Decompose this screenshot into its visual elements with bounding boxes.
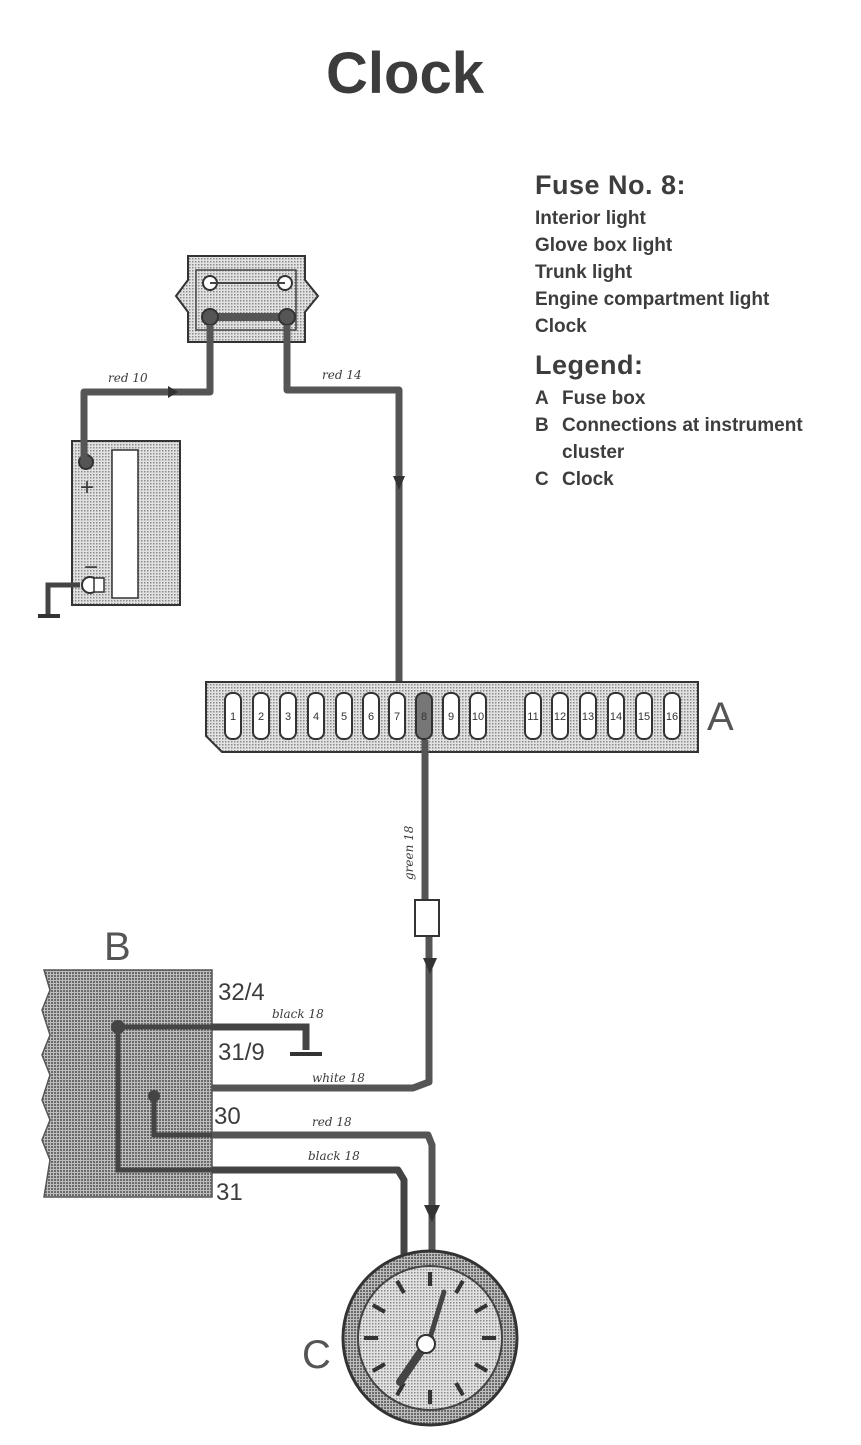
clock-tick — [474, 1303, 489, 1314]
fuse-number: 4 — [313, 711, 319, 723]
fuse-number: 11 — [527, 711, 538, 723]
info-panel: Fuse No. 8: Interior light Glove box lig… — [535, 170, 855, 493]
legend-label: Connections at instrument cluster — [562, 415, 803, 463]
legend-label: Clock — [562, 469, 614, 490]
wire-label-green-18: green 18 — [402, 825, 416, 880]
fuse-number: 12 — [554, 711, 566, 723]
fuse: 12 — [551, 692, 569, 740]
fuse-item: Interior light — [535, 208, 646, 229]
label-a: A — [707, 695, 734, 739]
fuse-number: 14 — [610, 711, 622, 723]
legend-row: C Clock — [535, 466, 855, 493]
fuse-item: Glove box light — [535, 235, 673, 256]
battery-ground-wire — [45, 582, 80, 614]
clock-tick — [474, 1362, 489, 1373]
fuse-number: 1 — [230, 711, 236, 723]
clock-tick — [371, 1303, 386, 1314]
fuse-item: Engine compartment light — [535, 289, 770, 310]
wire-label-black-18-ground: black 18 — [272, 1007, 324, 1021]
wire-red-10 — [80, 325, 214, 462]
wire-label-red-18: red 18 — [312, 1115, 352, 1129]
terminal-32-4: 32/4 — [218, 979, 265, 1006]
fuse-item: Clock — [535, 316, 587, 337]
fuse-number: 3 — [285, 711, 291, 723]
minus-symbol: − — [84, 554, 98, 581]
wire-black-18-clock — [212, 1166, 408, 1300]
label-b: B — [104, 925, 131, 969]
legend-heading: Legend: — [535, 350, 644, 380]
fuse-number: 2 — [258, 711, 264, 723]
clock-minute-hand — [427, 1289, 447, 1341]
wire-label-red-10: red 10 — [108, 371, 148, 385]
clock — [341, 1249, 519, 1427]
plus-symbol: + — [80, 474, 94, 501]
fuse-heading: Fuse No. 8: — [535, 170, 687, 200]
fuse: 5 — [335, 692, 353, 740]
fuse: 4 — [307, 692, 325, 740]
fuse: 16 — [663, 692, 681, 740]
label-c: C — [302, 1333, 331, 1377]
fuse: 1 — [224, 692, 242, 740]
legend-key: A — [535, 388, 549, 409]
inline-fuse — [414, 899, 440, 937]
legend-key: B — [535, 415, 549, 436]
clock-tick — [395, 1279, 406, 1294]
legend: Legend: A Fuse box B Connections at inst… — [535, 350, 855, 493]
page-title: Clock — [326, 41, 484, 106]
fuse: 10 — [469, 692, 487, 740]
legend-row: B Connections at instrument cluster — [535, 412, 855, 466]
wire-label-black-18-clock: black 18 — [308, 1149, 360, 1163]
clock-ticks — [364, 1272, 496, 1404]
fuse-number: 8 — [421, 711, 427, 723]
fuse-number: 15 — [638, 711, 650, 723]
wire-red-14 — [283, 325, 403, 690]
wire-green-18 — [212, 740, 433, 1092]
fuse: 7 — [388, 692, 406, 740]
legend-row: A Fuse box — [535, 385, 855, 412]
fuse-number: 7 — [394, 711, 400, 723]
wire-label-white-18: white 18 — [312, 1071, 365, 1085]
fuse-number: 16 — [666, 711, 678, 723]
wire-label-red-14: red 14 — [322, 368, 362, 382]
fuse: 14 — [607, 692, 625, 740]
fuse: 6 — [362, 692, 380, 740]
fuse-number: 10 — [472, 711, 484, 723]
terminal-31: 31 — [216, 1179, 243, 1206]
fuse-number: 13 — [582, 711, 594, 723]
fuse: 2 — [252, 692, 270, 740]
clock-tick — [395, 1382, 406, 1397]
clock-tick — [454, 1279, 465, 1294]
fuse-number: 6 — [368, 711, 374, 723]
fuse: 11 — [524, 692, 542, 740]
fuse-item: Trunk light — [535, 262, 633, 283]
fuse: 8 — [415, 692, 433, 740]
wire-black-18-ground — [212, 1023, 310, 1050]
instrument-cluster — [41, 969, 213, 1198]
clock-tick — [371, 1362, 386, 1373]
clock-tick — [454, 1382, 465, 1397]
fuse: 3 — [279, 692, 297, 740]
cluster-internal-wires — [115, 1024, 212, 1173]
fuse: 9 — [442, 692, 460, 740]
legend-key: C — [535, 469, 549, 490]
battery: + − — [71, 440, 181, 606]
fuse: 13 — [579, 692, 597, 740]
terminal-31-9: 31/9 — [218, 1039, 265, 1066]
fuse-number: 5 — [341, 711, 347, 723]
switch-block — [174, 255, 320, 343]
terminal-30: 30 — [214, 1103, 241, 1130]
fuse: 15 — [635, 692, 653, 740]
fuse-number: 9 — [448, 711, 454, 723]
legend-label: Fuse box — [562, 388, 646, 409]
